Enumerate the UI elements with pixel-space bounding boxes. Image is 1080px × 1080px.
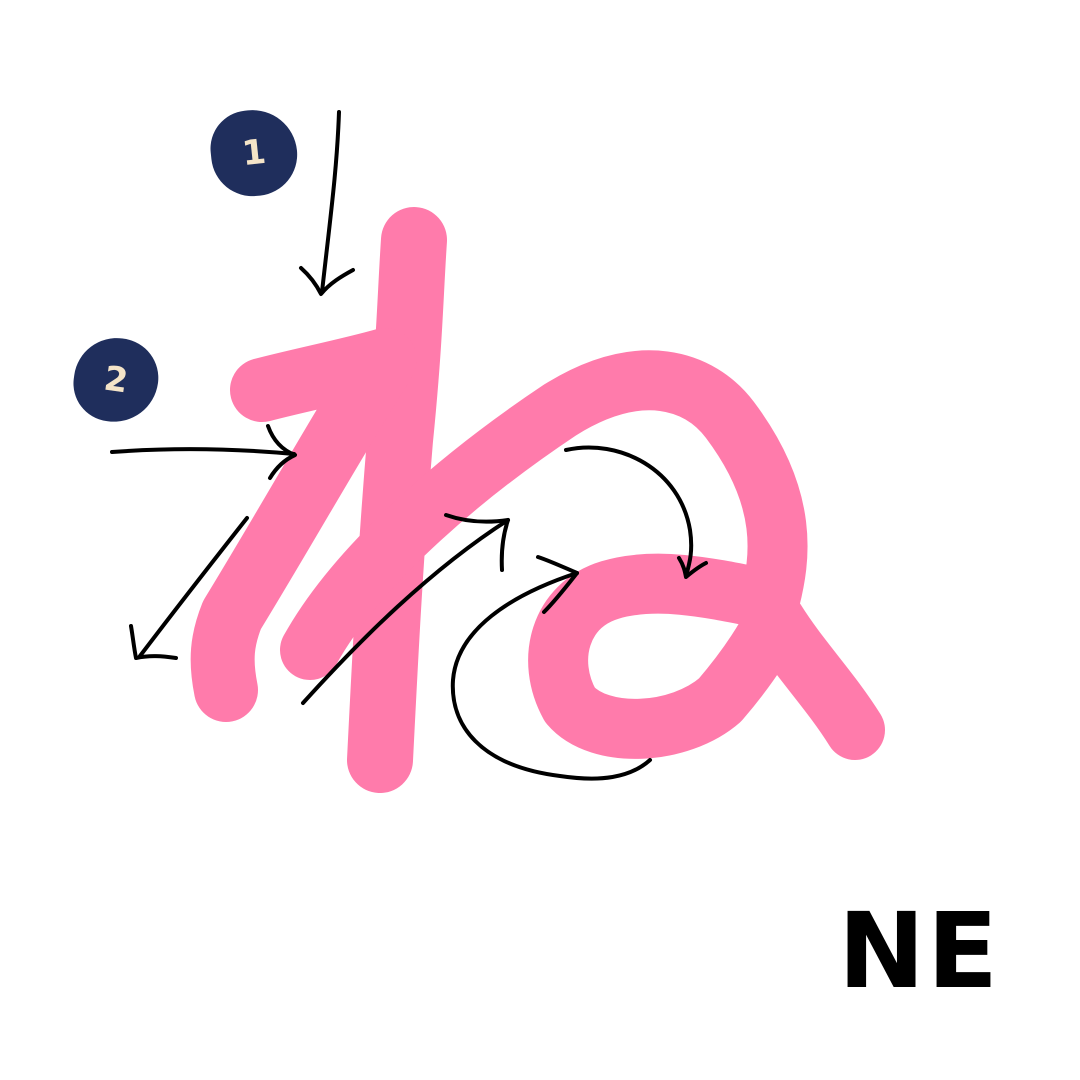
- romaji-reading-label: NE: [838, 890, 1001, 1012]
- down-arrow-icon: [320, 110, 341, 294]
- loop-arrow-icon: [450, 571, 652, 781]
- arc-right-arrow-icon: [564, 445, 694, 578]
- down-arrow-head-icon: [299, 266, 355, 296]
- down-left-arrow-head-icon: [129, 624, 178, 660]
- stroke-direction-arrows: [110, 110, 708, 781]
- hiragana-ne-icon: [190, 207, 885, 793]
- glyph-loop-stroke: [280, 350, 885, 760]
- arc-right-arrow-head-icon: [677, 556, 708, 579]
- right-arrow-icon: [110, 447, 296, 456]
- glyph-vertical-stroke: [347, 207, 447, 793]
- loop-arrow-head-icon: [536, 555, 579, 614]
- glyph-horizontal-diagonal-stroke: [190, 328, 417, 722]
- right-arrow-head-icon: [266, 424, 297, 480]
- down-left-arrow-icon: [138, 516, 249, 658]
- up-right-arrow-head-icon: [444, 513, 510, 572]
- stroke-number-1: 1: [240, 131, 268, 175]
- stroke-number-2: 2: [101, 358, 131, 402]
- up-right-arrow-icon: [301, 518, 510, 705]
